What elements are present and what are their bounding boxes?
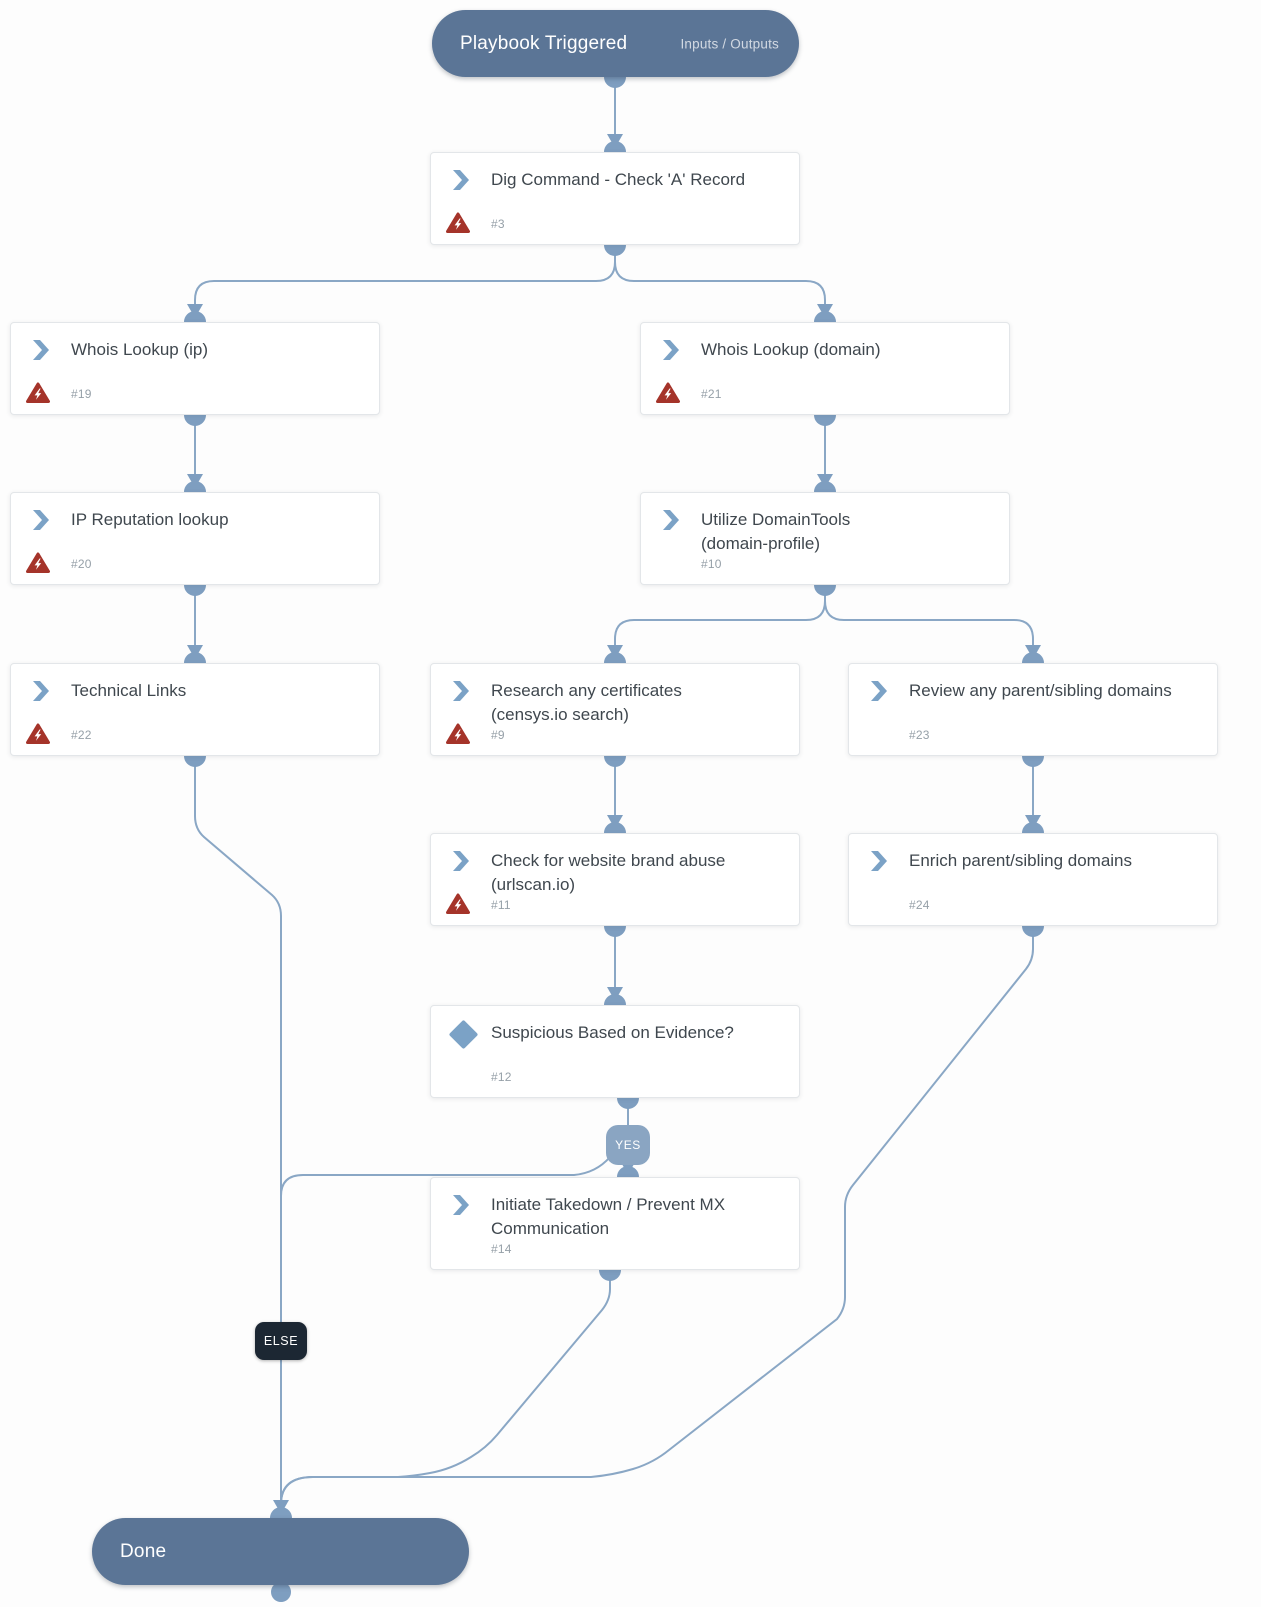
node-ip-reputation[interactable]: IP Reputation lookup #20 bbox=[10, 492, 380, 585]
warning-triangle-icon bbox=[446, 212, 470, 234]
action-chevron-icon bbox=[32, 681, 50, 701]
node-title: Whois Lookup (domain) bbox=[701, 340, 881, 359]
warning-triangle-icon bbox=[446, 893, 470, 915]
inputs-outputs-link[interactable]: Inputs / Outputs bbox=[680, 36, 779, 51]
warning-triangle-icon bbox=[26, 552, 50, 574]
action-chevron-icon bbox=[452, 1195, 470, 1215]
branch-label-else[interactable]: ELSE bbox=[255, 1322, 307, 1360]
action-chevron-icon bbox=[452, 170, 470, 190]
action-chevron-icon bbox=[662, 340, 680, 360]
node-title: Research any certificates (censys.io sea… bbox=[491, 681, 682, 725]
node-title: Review any parent/sibling domains bbox=[909, 681, 1172, 700]
node-title: Whois Lookup (ip) bbox=[71, 340, 209, 359]
edge-else-branch bbox=[280, 1156, 611, 1197]
node-number: #10 bbox=[701, 557, 722, 571]
action-chevron-icon bbox=[452, 681, 470, 701]
start-node-playbook-triggered[interactable]: Playbook Triggered Inputs / Outputs bbox=[432, 10, 799, 77]
action-chevron-icon bbox=[32, 510, 50, 530]
node-number: #23 bbox=[909, 728, 930, 742]
edge-technical-links-to-done bbox=[194, 756, 282, 1502]
node-number: #12 bbox=[491, 1070, 512, 1084]
connector-lines bbox=[194, 87, 1034, 1505]
branch-label-yes[interactable]: YES bbox=[606, 1125, 650, 1165]
node-number: #24 bbox=[909, 898, 930, 912]
edge-domaintools-to-research-certs bbox=[614, 585, 826, 647]
node-number: #20 bbox=[71, 557, 92, 571]
action-chevron-icon bbox=[662, 510, 680, 530]
node-number: #3 bbox=[491, 217, 505, 231]
action-chevron-icon bbox=[870, 851, 888, 871]
node-number: #14 bbox=[491, 1242, 512, 1256]
edge-domaintools-to-review-domains bbox=[824, 585, 1034, 647]
action-chevron-icon bbox=[32, 340, 50, 360]
node-domaintools[interactable]: Utilize DomainTools (domain-profile) #10 bbox=[640, 492, 1010, 585]
node-title: IP Reputation lookup bbox=[71, 510, 229, 529]
warning-triangle-icon bbox=[656, 382, 680, 404]
node-technical-links[interactable]: Technical Links #22 bbox=[10, 663, 380, 756]
node-title: Enrich parent/sibling domains bbox=[909, 851, 1133, 870]
node-number: #21 bbox=[701, 387, 722, 401]
end-node-label: Done bbox=[120, 1540, 167, 1562]
node-number: #11 bbox=[491, 898, 511, 912]
node-number: #9 bbox=[491, 728, 505, 742]
node-title: Utilize DomainTools (domain-profile) bbox=[701, 510, 851, 554]
node-number: #19 bbox=[71, 387, 92, 401]
node-suspicious-decision[interactable]: Suspicious Based on Evidence? #12 bbox=[430, 1005, 800, 1098]
node-title: Dig Command - Check 'A' Record bbox=[491, 170, 746, 189]
node-check-brand[interactable]: Check for website brand abuse (urlscan.i… bbox=[430, 833, 800, 926]
node-whois-ip[interactable]: Whois Lookup (ip) #19 bbox=[10, 322, 380, 415]
edge-takedown-to-done bbox=[280, 1270, 611, 1505]
warning-triangle-icon bbox=[26, 382, 50, 404]
node-number: #22 bbox=[71, 728, 92, 742]
start-node-label: Playbook Triggered bbox=[460, 32, 628, 54]
node-takedown[interactable]: Initiate Takedown / Prevent MX Communica… bbox=[430, 1177, 800, 1270]
node-title: Initiate Takedown / Prevent MX Communica… bbox=[491, 1195, 726, 1239]
node-title: Technical Links bbox=[71, 681, 187, 700]
edge-enrich-domains-to-done bbox=[280, 926, 1034, 1505]
warning-triangle-icon bbox=[446, 723, 470, 745]
node-enrich-domains[interactable]: Enrich parent/sibling domains #24 bbox=[848, 833, 1218, 926]
action-chevron-icon bbox=[452, 851, 470, 871]
node-dig-command[interactable]: Dig Command - Check 'A' Record #3 bbox=[430, 152, 800, 245]
node-whois-domain[interactable]: Whois Lookup (domain) #21 bbox=[640, 322, 1010, 415]
edge-dig-to-whois-domain bbox=[614, 245, 826, 306]
end-node-done[interactable]: Done bbox=[92, 1518, 469, 1585]
node-title: Suspicious Based on Evidence? bbox=[491, 1023, 734, 1042]
action-chevron-icon bbox=[870, 681, 888, 701]
node-review-domains[interactable]: Review any parent/sibling domains #23 bbox=[848, 663, 1218, 756]
edge-dig-to-whois-ip bbox=[194, 245, 616, 306]
warning-triangle-icon bbox=[26, 723, 50, 745]
node-title: Check for website brand abuse (urlscan.i… bbox=[491, 851, 726, 895]
node-research-certs[interactable]: Research any certificates (censys.io sea… bbox=[430, 663, 800, 756]
